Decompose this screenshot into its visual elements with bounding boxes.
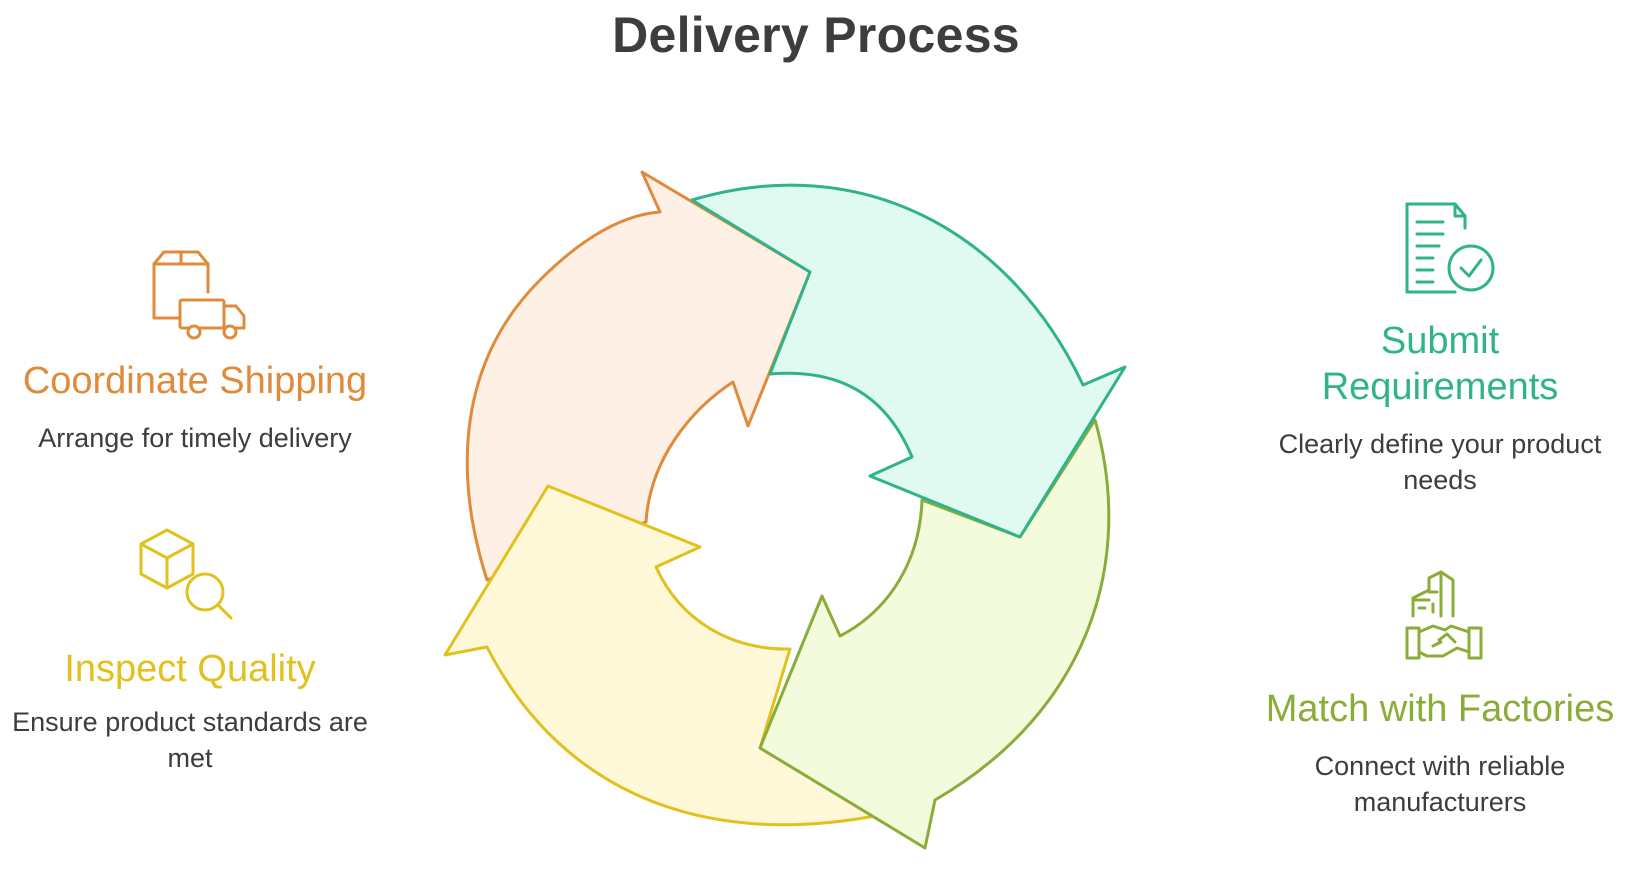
step-title: Inspect Quality <box>64 648 316 690</box>
step-description: Connect with reliable manufacturers <box>1314 751 1566 817</box>
arrow-coordinate-shipping <box>465 170 812 582</box>
box-magnifier-icon <box>139 528 233 620</box>
step-submit-requirements: Submit Requirements Clearly define your … <box>1250 198 1630 498</box>
step-title: Coordinate Shipping <box>22 360 368 402</box>
box-truck-icon <box>152 250 246 340</box>
step-description: Ensure product standards are met <box>12 707 368 773</box>
arrow-submit-requirements <box>690 183 1127 539</box>
step-inspect-quality: Inspect Quality Ensure product standards… <box>10 528 370 776</box>
step-match-factories: Match with Factories Connect with reliab… <box>1250 568 1630 820</box>
step-coordinate-shipping: Coordinate Shipping Arrange for timely d… <box>10 240 380 456</box>
arrow-inspect-quality <box>443 484 882 827</box>
arrow-match-factories <box>758 418 1111 850</box>
step-title: Match with Factories <box>1265 688 1615 730</box>
step-title: Submit Requirements <box>1321 320 1559 408</box>
factory-handshake-icon <box>1405 570 1483 660</box>
document-check-icon <box>1405 202 1495 294</box>
diagram-title: Delivery Process <box>612 7 1020 63</box>
step-description: Clearly define your product needs <box>1278 429 1602 495</box>
step-description: Arrange for timely delivery <box>38 423 352 453</box>
